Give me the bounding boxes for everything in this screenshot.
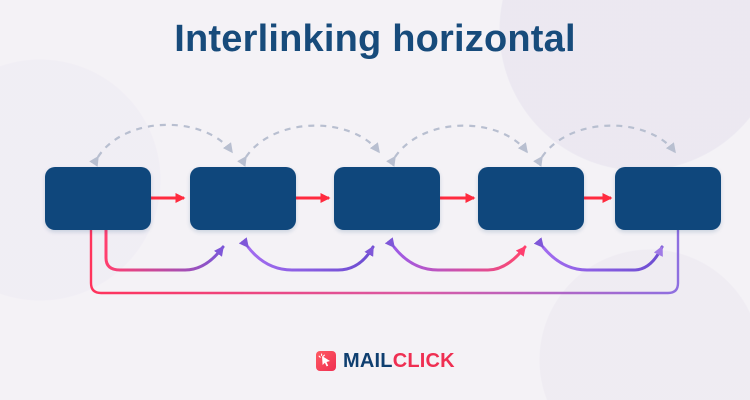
- lower-arrow-3: [384, 237, 527, 272]
- lower-arrow-4: [533, 237, 664, 272]
- long-connector: [89, 228, 680, 295]
- cursor-logo-icon: [316, 351, 336, 371]
- page-node-1: [45, 167, 151, 230]
- brand-mail-text: MAIL: [343, 350, 393, 372]
- brand-logo: MAILCLICK: [315, 349, 455, 373]
- page-node-2: [190, 167, 296, 230]
- dashed-arc-4: [533, 124, 676, 167]
- brand-wordmark: MAILCLICK: [343, 351, 455, 371]
- dashed-arc-2: [237, 124, 380, 167]
- page-node-3: [334, 167, 440, 230]
- lower-arrow-1: [104, 228, 225, 272]
- dashed-arc-1: [89, 123, 233, 167]
- page-node-4: [478, 167, 584, 230]
- brand-click-text: CLICK: [392, 350, 455, 372]
- page-title: Interlinking horizontal: [174, 18, 576, 60]
- page-node-5: [615, 167, 721, 230]
- dashed-arc-3: [386, 124, 528, 167]
- lower-arrow-2: [238, 237, 375, 272]
